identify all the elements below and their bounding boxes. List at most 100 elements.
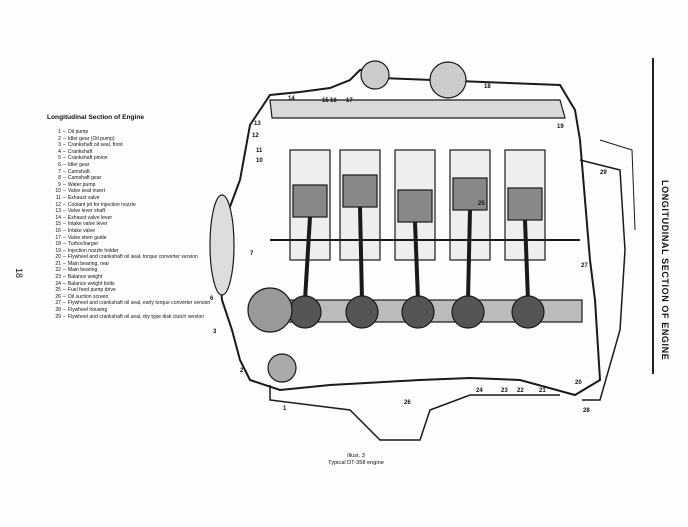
legend-item-number: 4 bbox=[58, 148, 61, 155]
legend-item-dash: – bbox=[63, 181, 66, 188]
callout-14: 14 bbox=[288, 96, 295, 102]
callout-16: 16 bbox=[330, 98, 337, 104]
legend-item: 28–Flywheel housing bbox=[47, 307, 212, 314]
legend-item: 22–Main bearing bbox=[47, 267, 212, 274]
legend-item: 15–Intake valve lever bbox=[47, 221, 212, 228]
callout-21: 21 bbox=[539, 388, 546, 394]
legend-item-dash: – bbox=[63, 274, 66, 281]
legend-item-number: 16 bbox=[55, 227, 61, 234]
legend-item-number: 11 bbox=[55, 194, 61, 201]
legend-item-number: 3 bbox=[58, 142, 61, 149]
callout-1: 1 bbox=[283, 406, 287, 412]
legend-item-label: Idler gear (Oil pump) bbox=[67, 135, 115, 142]
legend-item-dash: – bbox=[63, 267, 66, 274]
legend-item-number: 13 bbox=[55, 208, 61, 215]
callout-29: 29 bbox=[600, 170, 607, 176]
legend-item: 8–Camshaft gear bbox=[47, 175, 212, 182]
legend-item-label: Valve seat insert bbox=[67, 188, 106, 195]
legend-item-dash: – bbox=[63, 194, 66, 201]
legend-item-dash: – bbox=[63, 135, 66, 142]
callout-6: 6 bbox=[210, 296, 214, 302]
legend-item: 25–Fuel feed pump drive bbox=[47, 287, 212, 294]
legend-item-number: 10 bbox=[55, 188, 61, 195]
legend-item-label: Exhaust valve lever bbox=[67, 214, 113, 221]
legend-item: 13–Valve lever shaft bbox=[47, 208, 212, 215]
callout-17: 17 bbox=[346, 98, 353, 104]
legend-item-number: 2 bbox=[58, 135, 61, 142]
legend-item-number: 21 bbox=[55, 260, 61, 267]
legend-item: 14–Exhaust valve lever bbox=[47, 215, 212, 222]
side-title: LONGITUDINAL SECTION OF ENGINE bbox=[660, 180, 670, 361]
callout-12: 12 bbox=[252, 133, 259, 139]
legend-item-number: 18 bbox=[55, 241, 61, 248]
legend-item-label: Camshaft bbox=[67, 168, 90, 175]
legend-item-dash: – bbox=[63, 293, 66, 300]
legend-item-number: 28 bbox=[55, 307, 61, 314]
legend-item-label: Balance weight bolts bbox=[67, 280, 115, 287]
legend-item-number: 9 bbox=[58, 181, 61, 188]
legend-item-label: Crankshaft oil seal, front bbox=[67, 142, 123, 149]
legend-item-number: 23 bbox=[55, 274, 61, 281]
legend-item-dash: – bbox=[63, 129, 66, 135]
legend-item-number: 7 bbox=[58, 168, 61, 175]
legend-item-dash: – bbox=[63, 201, 66, 208]
legend-item-dash: – bbox=[63, 313, 66, 320]
legend-item-number: 20 bbox=[55, 254, 61, 261]
legend-item: 23–Balance weight bbox=[47, 274, 212, 281]
legend-item-dash: – bbox=[63, 300, 66, 307]
legend-item: 9–Water pump bbox=[47, 182, 212, 189]
legend-item-dash: – bbox=[63, 221, 66, 228]
legend-item-label: Flywheel and crankshaft oil seal, dry ty… bbox=[67, 313, 205, 320]
legend-item-number: 6 bbox=[58, 161, 61, 168]
callout-27: 27 bbox=[581, 263, 588, 269]
callout-18: 18 bbox=[484, 84, 491, 90]
legend-item-dash: – bbox=[63, 208, 66, 215]
legend-item-dash: – bbox=[63, 254, 66, 261]
legend-item-label: Idler gear bbox=[67, 161, 90, 168]
legend-item-dash: – bbox=[63, 155, 66, 162]
legend-item-label: Coolant jet for injection nozzle bbox=[67, 201, 136, 208]
legend-item-dash: – bbox=[63, 227, 66, 234]
caption-line1: Illust. 3 bbox=[347, 453, 365, 459]
legend-item-label: Oil pump bbox=[67, 129, 89, 135]
legend-item: 21–Main bearing, rear bbox=[47, 261, 212, 268]
legend-item-label: Intake valve lever bbox=[67, 221, 108, 228]
legend-item-dash: – bbox=[63, 214, 66, 221]
legend-item: 19–Injection nozzle holder bbox=[47, 248, 212, 255]
legend-item: 10–Valve seat insert bbox=[47, 188, 212, 195]
caption: Illust. 3 Typical DT-358 engine bbox=[316, 453, 396, 467]
legend-title: Longitudinal Section of Engine bbox=[47, 114, 145, 121]
callout-19: 19 bbox=[557, 124, 564, 130]
callout-24: 24 bbox=[476, 388, 483, 394]
legend-item-number: 27 bbox=[55, 300, 61, 307]
legend-item: 1–Oil pump bbox=[47, 129, 212, 136]
legend-item-number: 24 bbox=[55, 280, 61, 287]
legend-item-number: 19 bbox=[55, 247, 61, 254]
legend-item-dash: – bbox=[63, 168, 66, 175]
legend-item-label: Camshaft gear bbox=[67, 175, 102, 182]
legend-item-number: 29 bbox=[55, 313, 61, 320]
legend-item-label: Turbocharger bbox=[67, 241, 99, 248]
legend-item: 5–Crankshaft pinion bbox=[47, 155, 212, 162]
legend-item-label: Valve lever shaft bbox=[67, 208, 106, 215]
callout-10: 10 bbox=[256, 158, 263, 164]
legend-item-dash: – bbox=[63, 234, 66, 241]
callout-11: 11 bbox=[256, 148, 263, 154]
legend-item: 4–Crankshaft bbox=[47, 149, 212, 156]
legend-item-label: Intake valve bbox=[67, 227, 96, 234]
legend-item-number: 14 bbox=[55, 214, 61, 221]
legend-item: 18–Turbocharger bbox=[47, 241, 212, 248]
callout-28: 28 bbox=[583, 408, 590, 414]
callout-2: 2 bbox=[240, 368, 244, 374]
legend-item-label: Injection nozzle holder bbox=[67, 247, 119, 254]
callout-20: 20 bbox=[575, 380, 582, 386]
callout-7: 7 bbox=[250, 251, 254, 257]
legend-item-label: Flywheel housing bbox=[67, 307, 108, 314]
legend-item-dash: – bbox=[63, 307, 66, 314]
legend-item-dash: – bbox=[63, 260, 66, 267]
callout-numbers: 1 2 3 24 23 22 21 20 28 26 25 6 7 13 12 … bbox=[210, 84, 607, 414]
callout-15: 15 bbox=[322, 98, 329, 104]
legend-item-number: 22 bbox=[55, 267, 61, 274]
legend-item: 27–Flywheel and crankshaft oil seal, ear… bbox=[47, 300, 212, 307]
